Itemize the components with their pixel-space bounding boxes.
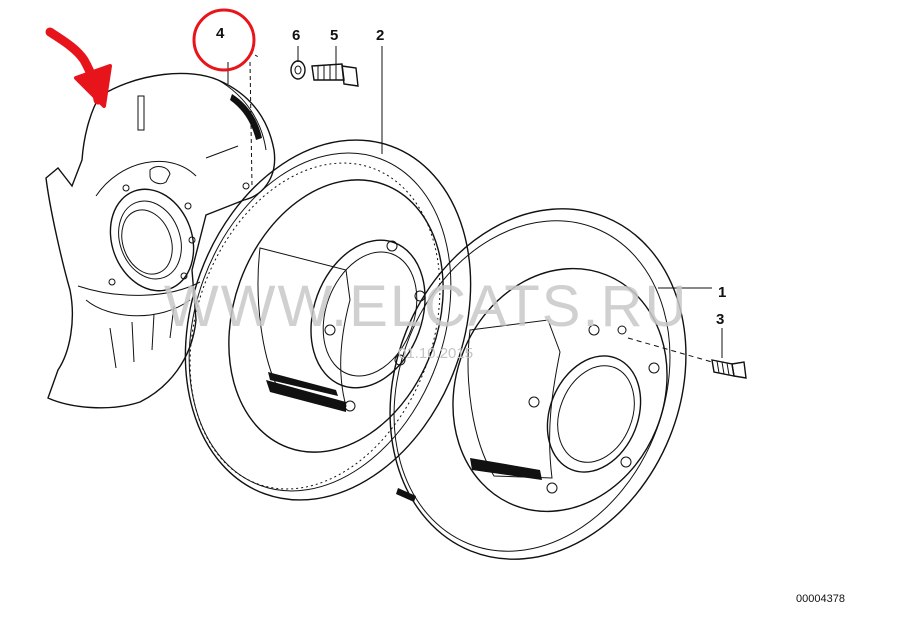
brake-dust-shield xyxy=(45,72,276,409)
watermark-text: WWW.ELCATS.RU xyxy=(164,274,688,339)
red-arrowhead xyxy=(74,64,112,108)
ventilated-brake-disc xyxy=(184,139,472,501)
callout-2: 2 xyxy=(376,27,384,44)
leader-lines xyxy=(227,46,723,363)
set-screw xyxy=(711,359,747,379)
callout-4: 4 xyxy=(216,25,225,42)
red-circle-highlight xyxy=(192,8,256,72)
callout-5: 5 xyxy=(330,27,338,44)
red-highlight-annotations xyxy=(45,8,256,108)
hex-bolt xyxy=(311,63,359,87)
callout-6: 6 xyxy=(292,27,300,44)
brake-disc xyxy=(389,208,687,560)
callout-3: 3 xyxy=(716,311,724,328)
callout-1: 1 xyxy=(718,284,726,301)
washer xyxy=(290,60,306,80)
watermark-date: 01.10.2015 xyxy=(398,345,473,362)
diagram-reference-number: 00004378 xyxy=(796,593,845,605)
